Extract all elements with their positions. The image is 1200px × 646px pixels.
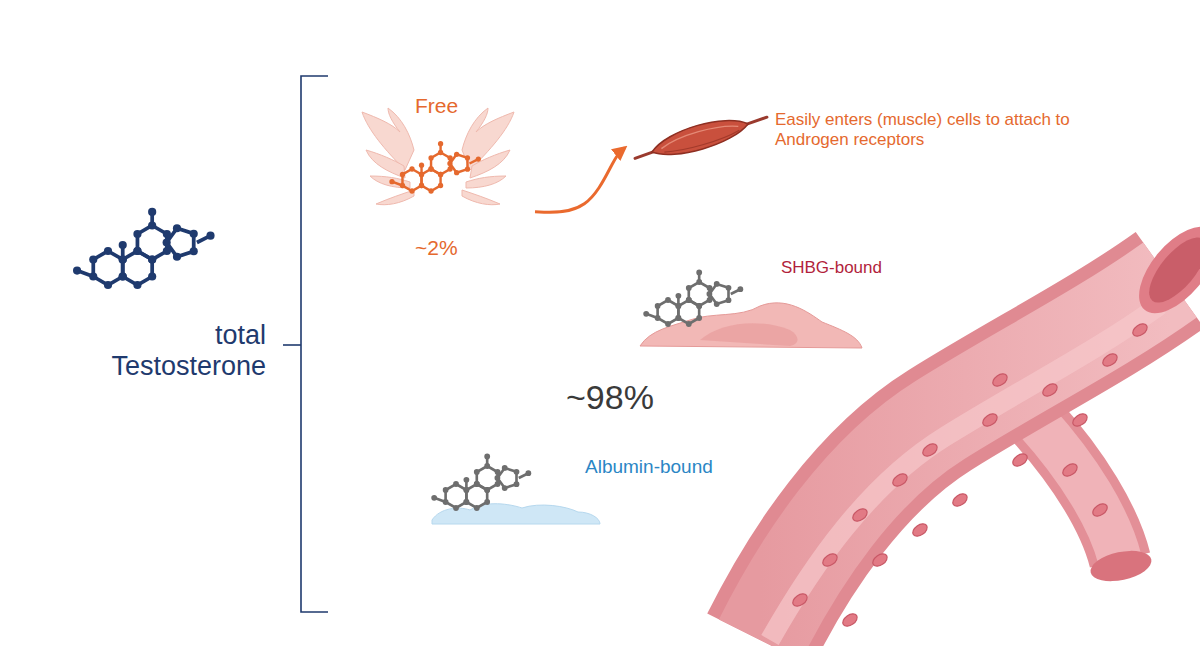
shbg-protein (640, 303, 862, 348)
node-title: Free (415, 94, 458, 118)
albumin-fraction: Albumin-bound (430, 452, 770, 528)
muscle-icon (631, 109, 771, 166)
percentage: ~2% (415, 236, 458, 260)
molecule (389, 141, 481, 194)
shbg-fraction: SHBG-bound (640, 256, 890, 352)
testosterone-group: total Testosterone (60, 300, 270, 382)
molecules (73, 141, 743, 511)
node-title: total Testosterone (76, 320, 266, 382)
blood-vessel (760, 213, 1200, 640)
arrow-connector (535, 148, 625, 213)
molecule (73, 208, 215, 289)
blood-cells (791, 321, 1150, 628)
shbg-shading (700, 323, 798, 346)
node-title: SHBG-bound (781, 258, 882, 278)
free-fraction: Free ~2% (355, 88, 535, 260)
percentage-label: ~98% (566, 378, 654, 417)
albumin-protein (432, 504, 600, 524)
description: Easily enters (muscle) cells to attach t… (775, 110, 1095, 149)
molecule (431, 454, 531, 511)
node-title: Albumin-bound (585, 456, 713, 478)
wings (362, 108, 514, 205)
muscle-target: Easily enters (muscle) cells to attach t… (625, 108, 1100, 180)
molecule (643, 270, 743, 327)
bracket (283, 76, 328, 612)
